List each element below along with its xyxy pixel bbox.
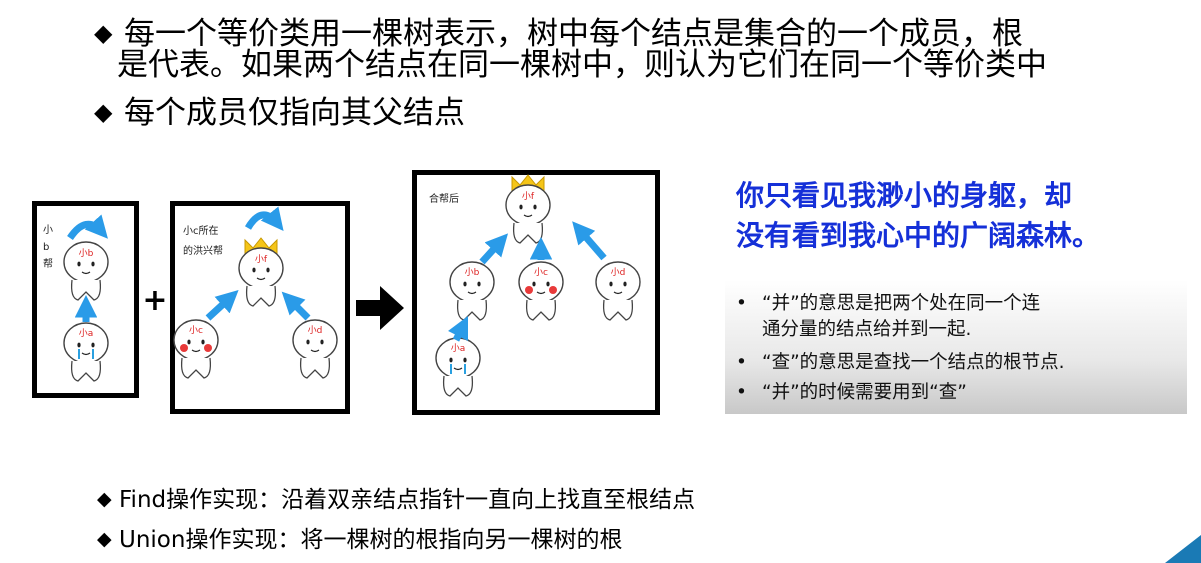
bullet-dot-icon: •	[736, 382, 747, 403]
notes-box	[725, 280, 1187, 414]
diamond-bullet-icon: ◆	[94, 19, 113, 47]
node-label-d: 小d	[611, 267, 626, 278]
union-operation-line: ◆ Union操作实现：将一棵树的根指向另一棵树的根	[97, 524, 622, 555]
node-label-c: 小c	[534, 267, 548, 278]
bullet-text: 每个成员仅指向其父结点	[124, 95, 465, 131]
bullet-dot-icon: •	[736, 352, 747, 373]
bullet-equivalence-class: ◆ 每一个等价类用一棵树表示，树中每个结点是集合的一个成员，根	[94, 16, 1023, 51]
bullet-dot-icon: •	[736, 293, 747, 314]
parent-arrow-icon	[479, 233, 509, 265]
node-label-b: 小b	[79, 248, 94, 259]
find-operation-line: ◆ Find操作实现：沿着双亲结点指针一直向上找直至根结点	[97, 484, 695, 515]
quote-line: 没有看到我心中的广阔森林。	[736, 219, 1101, 252]
diamond-bullet-icon: ◆	[94, 98, 113, 126]
self-loop-arrow-icon	[244, 206, 284, 231]
self-loop-arrow-icon	[67, 214, 108, 241]
parent-arrow-icon	[447, 315, 469, 342]
parent-arrow-icon	[572, 221, 607, 261]
node-label-a: 小a	[79, 328, 94, 339]
note-union: • “并”的意思是把两个处在同一个连	[736, 291, 1040, 317]
node-f-merged	[505, 174, 551, 244]
forest-quote: 你只看见我渺小的身躯，却 没有看到我心中的广阔森林。	[736, 176, 1100, 256]
node-label-f: 小f	[522, 191, 535, 202]
diamond-bullet-icon: ◆	[97, 488, 112, 510]
bullet-text: 每一个等价类用一棵树表示，树中每个结点是集合的一个成员，根	[124, 16, 1023, 52]
quote-line: 你只看见我渺小的身躯，却	[736, 179, 1073, 212]
node-label-c: 小c	[189, 325, 203, 336]
find-text: Find操作实现：沿着双亲结点指针一直向上找直至根结点	[119, 487, 696, 513]
bullet-parent-pointer: ◆ 每个成员仅指向其父结点	[94, 95, 465, 130]
note-find: • “查”的意思是查找一个结点的根节点.	[736, 350, 1065, 376]
corner-triangle-icon	[1165, 535, 1201, 563]
panel-caption: 小 b 帮	[43, 225, 53, 270]
node-label-b: 小b	[465, 267, 480, 278]
node-label-d: 小d	[308, 325, 323, 336]
plus-icon: +	[142, 283, 167, 318]
note-text: “查”的意思是查找一个结点的根节点.	[762, 352, 1065, 373]
parent-arrow-icon	[205, 289, 239, 321]
note-union-uses-find: • “并”的时候需要用到“查”	[736, 380, 967, 406]
union-text: Union操作实现：将一棵树的根指向另一棵树的根	[119, 527, 623, 553]
node-label-a: 小a	[451, 343, 466, 354]
panel-caption: 小c所在 的洪兴帮	[183, 226, 223, 257]
union-find-illustration: 小b 小a + 小f 小c 小d 小f 小b 小c 小d 小a	[63, 174, 641, 397]
parent-arrow-icon	[281, 291, 311, 321]
diamond-bullet-icon: ◆	[97, 528, 112, 550]
note-text: “并”的时候需要用到“查”	[762, 382, 967, 403]
bullet-text-continued: 是代表。如果两个结点在同一棵树中，则认为它们在同一个等价类中	[117, 47, 1047, 83]
node-f	[238, 237, 284, 307]
note-text: “并”的意思是把两个处在同一个连	[762, 293, 1041, 314]
panel-caption: 合帮后	[429, 194, 459, 205]
note-union-continued: 通分量的结点给并到一起.	[762, 319, 972, 340]
merge-arrow-icon	[356, 286, 404, 330]
tree-panel-c-gang: 小c所在 的洪兴帮	[170, 201, 350, 414]
node-label-f: 小f	[255, 254, 268, 265]
